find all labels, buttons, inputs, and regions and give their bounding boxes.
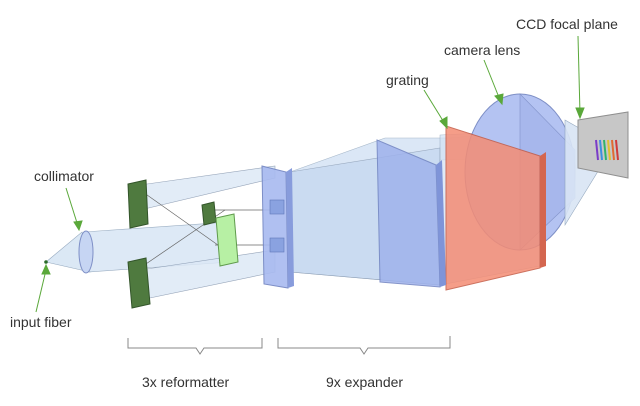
reformatter-mirror-upper (127, 179, 149, 229)
input-fiber-arrowhead (41, 263, 51, 275)
reformatter-beam-splitter (215, 213, 239, 267)
reformatter-slit (269, 199, 285, 215)
collimator-lens (78, 230, 94, 274)
ccd-spectrum (595, 139, 619, 161)
collimator-label: collimator (34, 168, 94, 184)
expander-lens-2-rim (436, 160, 446, 287)
expander-label: 9x expander (326, 374, 404, 390)
collimator-leader-line (65, 187, 79, 227)
ccd-spectrum-line (611, 139, 615, 161)
ccd-spectrum-line (607, 139, 611, 161)
reformatter-mirror-lower (127, 257, 151, 309)
ccd-spectrum-line (595, 139, 599, 161)
expander-lens-1 (261, 165, 289, 289)
ccd-arrowhead (575, 107, 585, 120)
input-fiber-tip (44, 260, 48, 264)
fold-ray (139, 189, 226, 251)
grating-arrowhead (439, 116, 448, 130)
reformatter-small-mirror (201, 201, 217, 226)
ccd-leader-line (577, 35, 581, 115)
reformatter-bracket (127, 338, 263, 355)
grating-leader-line (423, 89, 446, 125)
camera-lens-arrowhead (494, 93, 504, 106)
expander-bracket (277, 336, 451, 355)
camera-lens-label: camera lens (444, 42, 521, 58)
reformatter-slit (269, 237, 285, 253)
expander-lens-1-rim (286, 168, 294, 288)
camera-lens-leader-line (483, 59, 501, 101)
ccd-sensor (577, 111, 629, 179)
ccd-label: CCD focal plane (516, 16, 618, 32)
grating-edge (540, 152, 546, 268)
input-fiber-leader-line (35, 269, 47, 313)
input-fiber-label: input fiber (10, 314, 72, 330)
ccd-spectrum-line (603, 139, 607, 161)
reformatter-label: 3x reformatter (142, 374, 230, 390)
ccd-spectrum-line (599, 139, 603, 161)
ccd-spectrum-line (615, 139, 619, 161)
grating-label: grating (386, 72, 429, 88)
collimator-arrowhead (73, 220, 83, 232)
